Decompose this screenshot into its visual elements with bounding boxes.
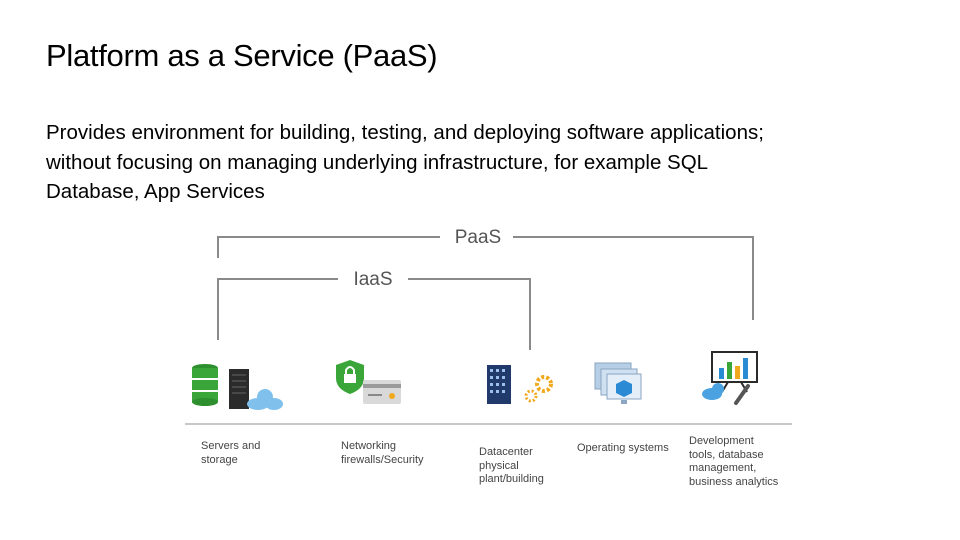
server-storage-icon	[192, 364, 283, 410]
description-line-1: Provides environment for building, testi…	[46, 121, 764, 144]
dev-tools-icon	[702, 351, 758, 405]
operating-systems-icon	[594, 362, 642, 404]
page-title: Platform as a Service (PaaS)	[46, 38, 438, 73]
iaas-bracket	[217, 278, 531, 350]
network-security-icon	[336, 360, 401, 404]
caption-networking: Networking firewalls/Security	[341, 440, 424, 466]
datacenter-icon	[487, 365, 553, 404]
description: Provides environment for building, testi…	[46, 118, 926, 207]
description-line-2: without focusing on managing underlying …	[46, 150, 709, 174]
description-line-3: Database, App Services	[46, 180, 265, 203]
paas-bracket	[217, 236, 754, 320]
caption-servers-storage: Servers and storage	[201, 440, 261, 466]
caption-datacenter: Datacenter physical plant/building	[479, 446, 544, 485]
iaas-label: IaaS	[353, 269, 392, 290]
caption-dev-tools: Development tools, database management, …	[689, 435, 779, 488]
paas-label: PaaS	[455, 227, 501, 248]
caption-operating-systems: Operating systems	[577, 442, 669, 454]
